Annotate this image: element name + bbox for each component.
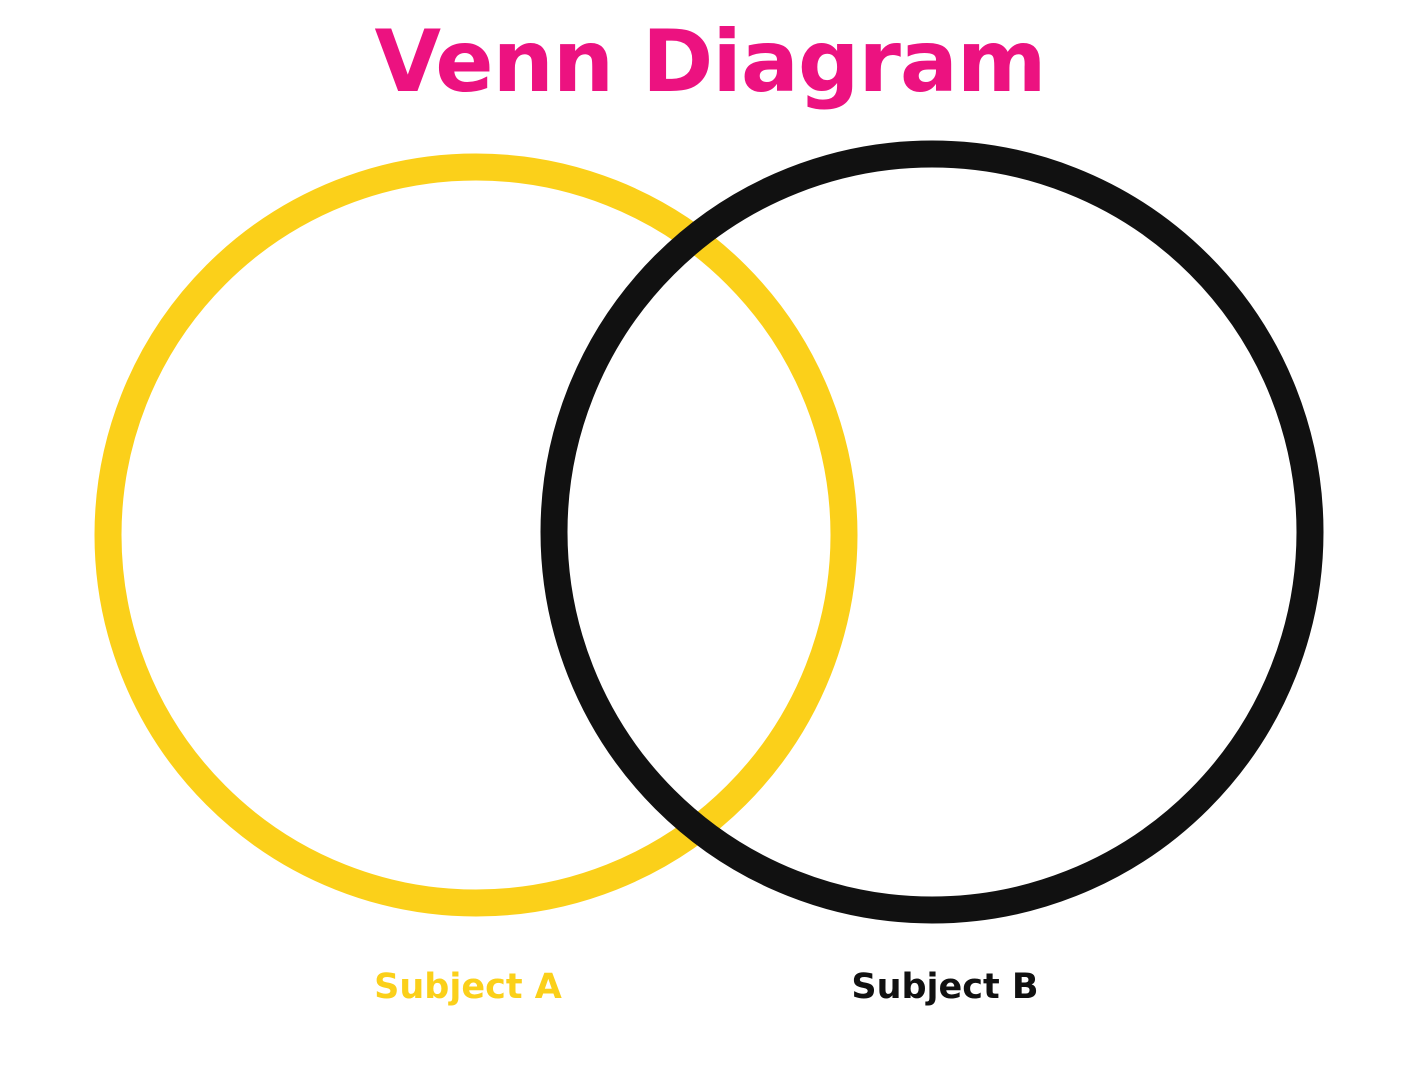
- venn-circle-subject-a[interactable]: [94, 153, 858, 917]
- page-title: Venn Diagram: [374, 12, 1046, 112]
- venn-circle-subject-b[interactable]: [540, 140, 1324, 924]
- venn-label-subject-b: Subject B: [851, 967, 1039, 1007]
- venn-label-subject-a: Subject A: [374, 967, 562, 1007]
